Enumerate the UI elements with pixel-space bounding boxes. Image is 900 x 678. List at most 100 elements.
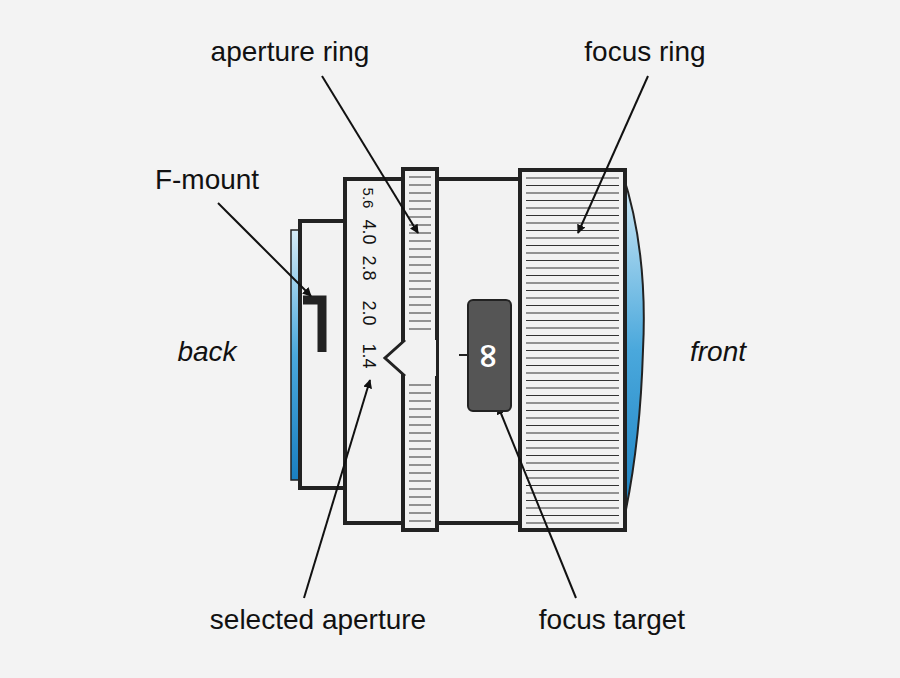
knurl-line xyxy=(526,380,619,381)
knurl-line xyxy=(526,350,619,351)
knurl-line xyxy=(526,275,619,276)
focus-symbol: ∞ xyxy=(473,341,507,369)
part-label: focus target xyxy=(539,606,685,634)
knurl-line xyxy=(409,185,431,186)
knurl-line xyxy=(526,463,619,464)
knurl-line xyxy=(526,365,619,366)
knurl-line xyxy=(526,395,619,396)
knurl-line xyxy=(526,343,619,344)
knurl-line xyxy=(526,418,619,419)
aperture-value: 2.8 xyxy=(360,255,378,280)
aperture-value: 5.6 xyxy=(361,188,376,209)
knurl-line xyxy=(409,513,431,514)
knurl-line xyxy=(526,448,619,449)
knurl-line xyxy=(409,257,431,258)
knurl-line xyxy=(409,321,431,322)
leader-line xyxy=(322,76,418,233)
bayonet-tab xyxy=(303,300,322,352)
knurl-line xyxy=(526,223,619,224)
aperture-value: 4.0 xyxy=(360,219,378,244)
knurl-line xyxy=(409,449,431,450)
knurl-line xyxy=(409,521,431,522)
knurl-line xyxy=(409,497,431,498)
knurl-line xyxy=(409,233,431,234)
aperture-value: 2.0 xyxy=(360,300,378,325)
part-label: aperture ring xyxy=(211,38,370,66)
knurl-line xyxy=(526,298,619,299)
knurl-line xyxy=(409,441,431,442)
knurl-line xyxy=(409,177,431,178)
knurl-line xyxy=(526,470,619,471)
knurl-line xyxy=(526,260,619,261)
knurl-line xyxy=(409,425,431,426)
knurl-line xyxy=(526,283,619,284)
index-notch xyxy=(385,340,405,376)
knurl-line xyxy=(409,433,431,434)
part-label: F-mount xyxy=(155,166,259,194)
knurl-line xyxy=(409,209,431,210)
knurl-line xyxy=(526,200,619,201)
knurl-line xyxy=(526,485,619,486)
part-label: selected aperture xyxy=(210,606,426,634)
leader-line xyxy=(218,203,311,296)
knurl-line xyxy=(409,481,431,482)
knurl-line xyxy=(526,238,619,239)
knurl-line xyxy=(526,523,619,524)
knurl-line xyxy=(409,401,431,402)
knurl-line xyxy=(409,297,431,298)
knurl-line xyxy=(526,440,619,441)
leader-line xyxy=(498,406,576,598)
side-label: front xyxy=(690,338,746,366)
knurl-line xyxy=(526,208,619,209)
knurl-line xyxy=(526,403,619,404)
knurl-line xyxy=(526,328,619,329)
knurl-line xyxy=(526,455,619,456)
knurl-line xyxy=(526,515,619,516)
part-label: focus ring xyxy=(584,38,705,66)
knurl-line xyxy=(409,489,431,490)
knurl-line xyxy=(409,281,431,282)
knurl-line xyxy=(409,265,431,266)
mount-body xyxy=(300,221,345,488)
knurl-line xyxy=(409,329,431,330)
leader-line xyxy=(578,76,648,233)
side-label: back xyxy=(177,338,236,366)
leader-line xyxy=(304,380,370,598)
index-notch-fill xyxy=(385,340,436,376)
focus-ring xyxy=(520,170,625,530)
knurl-line xyxy=(526,245,619,246)
knurl-line xyxy=(526,500,619,501)
knurl-line xyxy=(526,193,619,194)
knurl-line xyxy=(526,478,619,479)
knurl-line xyxy=(526,373,619,374)
knurl-line xyxy=(526,313,619,314)
focus-target-window: ∞ xyxy=(467,299,512,412)
knurl-line xyxy=(526,335,619,336)
knurl-line xyxy=(409,505,431,506)
knurl-line xyxy=(409,193,431,194)
knurl-line xyxy=(526,410,619,411)
knurl-line xyxy=(526,268,619,269)
knurl-line xyxy=(526,388,619,389)
knurl-line xyxy=(526,178,619,179)
knurl-line xyxy=(409,289,431,290)
knurl-line xyxy=(409,409,431,410)
knurl-line xyxy=(526,253,619,254)
knurl-line xyxy=(526,230,619,231)
knurl-line xyxy=(409,465,431,466)
knurl-line xyxy=(526,433,619,434)
knurl-line xyxy=(409,273,431,274)
knurl-line xyxy=(409,241,431,242)
knurl-line xyxy=(526,305,619,306)
aperture-value: 1.4 xyxy=(360,343,378,368)
focus-index-tick xyxy=(459,354,467,356)
knurl-line xyxy=(409,473,431,474)
knurl-line xyxy=(526,425,619,426)
knurl-line xyxy=(409,305,431,306)
knurl-line xyxy=(409,393,431,394)
knurl-line xyxy=(526,215,619,216)
knurl-line xyxy=(526,185,619,186)
knurl-line xyxy=(526,290,619,291)
